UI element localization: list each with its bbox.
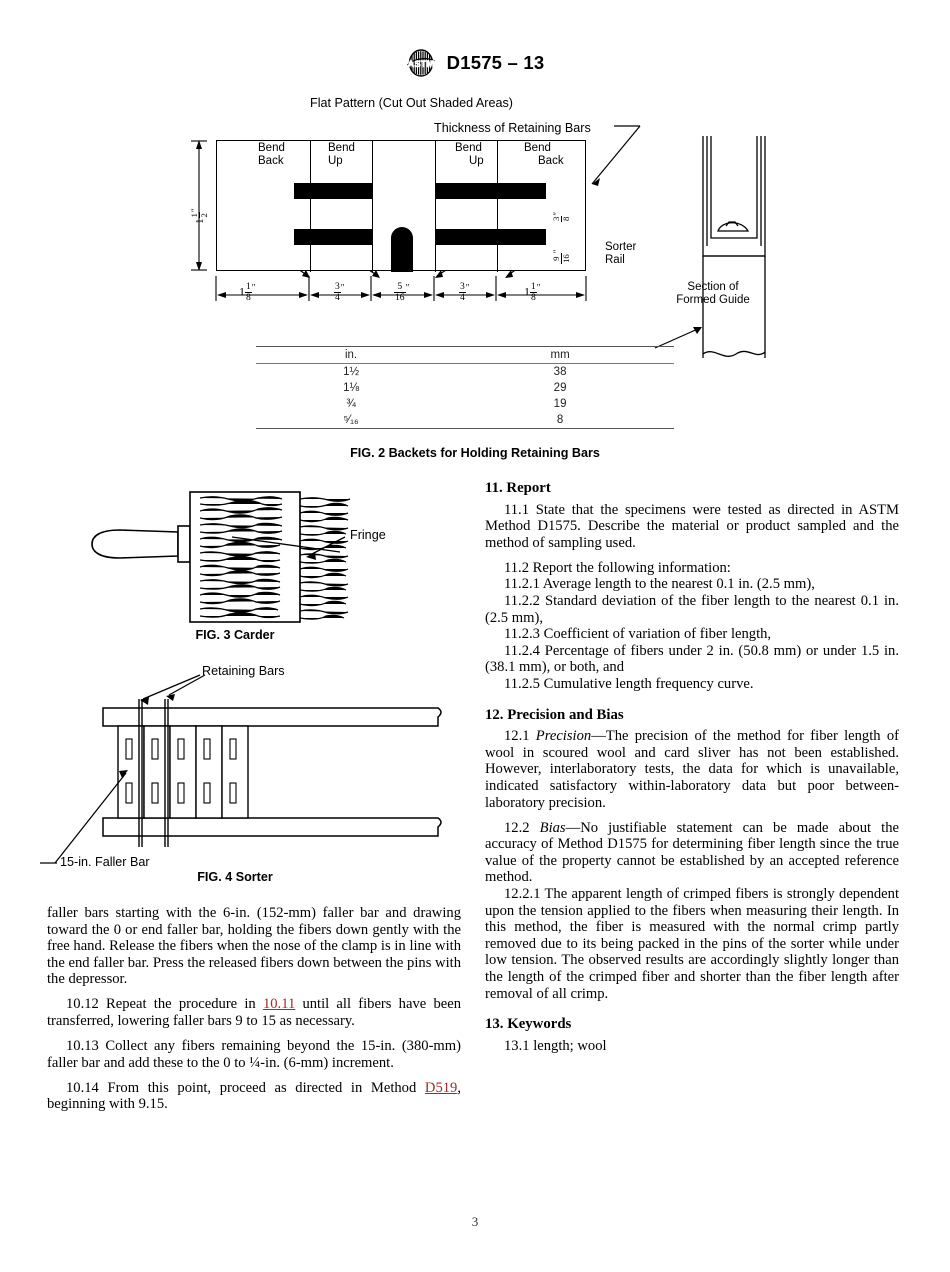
page-number: 3 xyxy=(471,1214,479,1229)
paragraph-11-2-5: 11.2.5 Cumulative length frequency curve… xyxy=(504,676,754,693)
paragraph-11-2-3: 11.2.3 Coefficient of variation of fiber… xyxy=(504,626,772,643)
column-header-mm: mm xyxy=(446,346,674,364)
para-12-1-emphasis: Precision xyxy=(535,728,592,745)
figure-3-caption: FIG. 3 Carder xyxy=(195,628,275,642)
standard-designation: D1575 – 13 xyxy=(446,52,545,73)
paragraph-12-2: 12.2 Bias—No justifiable statement can b… xyxy=(485,820,899,886)
pattern-divider-1 xyxy=(310,141,311,272)
figure-4-caption: FIG. 4 Sorter xyxy=(197,870,273,884)
svg-text:ASTM: ASTM xyxy=(407,59,434,70)
section-13-heading-wrap: 13. Keywords xyxy=(485,1016,899,1033)
flat-pattern-outline xyxy=(216,140,586,272)
paragraph-12-2-1: 12.2.1 The apparent length of crimped fi… xyxy=(485,886,899,1002)
section-13-heading: 13. Keywords xyxy=(485,1016,572,1033)
link-10-11[interactable]: 10.11 xyxy=(262,996,296,1013)
cell-in: 1⅛ xyxy=(343,382,360,394)
paragraph-10-14: 10.14 From this point, proceed as direct… xyxy=(47,1080,461,1113)
pattern-divider-2 xyxy=(372,141,373,272)
thickness-of-retaining-bars-label: Thickness of Retaining Bars xyxy=(434,121,591,135)
sorter-drawing xyxy=(40,674,442,864)
table-row: 1½ 38 xyxy=(256,364,674,381)
unit-conversion-table: in. mm 1½ 38 1⅛ 29 ¾ 19 ⁵⁄₁₆ 8 xyxy=(256,346,674,429)
para-12-1-body: —The precision of the method for fiber l… xyxy=(485,728,899,811)
paragraph-13-1: 13.1 length; wool xyxy=(504,1037,607,1054)
link-d519[interactable]: D519 xyxy=(424,1079,458,1096)
cutout-bar-lower-right xyxy=(435,229,546,245)
page-header: ASTM D1575 – 13 xyxy=(0,48,950,78)
para-12-2-emphasis: Bias xyxy=(539,819,566,836)
paragraph-continuation: faller bars starting with the 6-in. (152… xyxy=(47,905,461,988)
paragraph-11-2-4: 11.2.4 Percentage of fibers under 2 in. … xyxy=(485,642,899,676)
para-10-14-suffix: , beginning with 9.15. xyxy=(47,1079,461,1113)
cell-mm: 29 xyxy=(553,382,567,394)
retaining-bars-label: Retaining Bars xyxy=(202,664,285,678)
figure-3: Fringe FIG. 3 Carder xyxy=(0,482,470,642)
table-row: 1⅛ 29 xyxy=(256,380,674,396)
cutout-rounded-tab xyxy=(391,227,413,272)
table-header-row: in. mm xyxy=(256,346,674,364)
faller-bar-label: 15-in. Faller Bar xyxy=(60,855,150,869)
right-text-column: 11. Report 11.1 State that the specimens… xyxy=(485,480,899,1054)
column-header-in: in. xyxy=(256,346,447,364)
paragraph-11-2-1: 11.2.1 Average length to the nearest 0.1… xyxy=(504,576,815,593)
para-12-2-body: —No justifiable statement can be made ab… xyxy=(485,819,899,886)
paragraph-10-12: 10.12 Repeat the procedure in 10.11 unti… xyxy=(47,996,461,1029)
sorter-rail-label: Sorter Rail xyxy=(605,241,637,266)
section-12-heading: 12. Precision and Bias xyxy=(485,706,624,723)
para-10-12-prefix: 10.12 Repeat the procedure in xyxy=(66,996,263,1013)
figure-2-caption: FIG. 2 Backets for Holding Retaining Bar… xyxy=(350,446,600,460)
cell-mm: 38 xyxy=(553,366,567,378)
cell-mm: 8 xyxy=(446,412,674,429)
bend-back-label-left: Bend Back xyxy=(258,142,285,167)
table-row: ⁵⁄₁₆ 8 xyxy=(256,412,674,429)
para-12-1-number: 12.1 xyxy=(504,728,536,745)
pattern-divider-4 xyxy=(497,141,498,272)
paragraph-10-13: 10.13 Collect any fibers remaining beyon… xyxy=(47,1038,461,1071)
cell-in: 1½ xyxy=(343,366,360,378)
cutout-bar-upper-left xyxy=(294,183,372,199)
carder-drawing xyxy=(91,491,351,623)
bend-back-label-right: Bend Back xyxy=(524,142,564,167)
section-of-formed-guide-title: Section of Formed Guide xyxy=(676,281,750,306)
paragraph-11-2-2: 11.2.2 Standard deviation of the fiber l… xyxy=(485,593,899,626)
flat-pattern-title: Flat Pattern (Cut Out Shaded Areas) xyxy=(310,96,514,110)
cutout-bar-lower-left xyxy=(294,229,372,245)
para-10-14-prefix: 10.14 From this point, proceed as direct… xyxy=(66,1079,425,1096)
cell-in: ¾ xyxy=(346,398,356,410)
para-12-2-number: 12.2 xyxy=(504,819,540,836)
section-11-heading-wrap: 11. Report xyxy=(485,480,899,497)
cutout-bar-upper-right xyxy=(435,183,546,199)
paragraph-11-2: 11.2 Report the following information: xyxy=(504,559,731,576)
astm-logo-icon: ASTM xyxy=(406,48,436,78)
pattern-divider-3 xyxy=(435,141,436,272)
section-12-heading-wrap: 12. Precision and Bias xyxy=(485,707,899,724)
table-row: ¾ 19 xyxy=(256,396,674,412)
figure-4: Retaining Bars 15-in. Faller Bar FIG. 4 … xyxy=(0,655,470,895)
para-10-12-suffix: until all fibers have been transferred, … xyxy=(47,996,461,1030)
section-11-heading: 11. Report xyxy=(485,480,551,496)
fringe-label: Fringe xyxy=(350,528,386,542)
figure-2: Flat Pattern (Cut Out Shaded Areas) Thic… xyxy=(0,96,950,358)
cell-mm: 19 xyxy=(553,398,567,410)
cell-in: ⁵⁄₁₆ xyxy=(256,412,447,429)
bend-up-label-left: Bend Up xyxy=(328,142,355,167)
left-text-column: faller bars starting with the 6-in. (152… xyxy=(47,905,461,1113)
paragraph-11-1: 11.1 State that the specimens were teste… xyxy=(485,501,899,551)
paragraph-12-1: 12.1 Precision—The precision of the meth… xyxy=(485,728,899,811)
bend-up-label-right: Bend Up xyxy=(455,142,484,167)
